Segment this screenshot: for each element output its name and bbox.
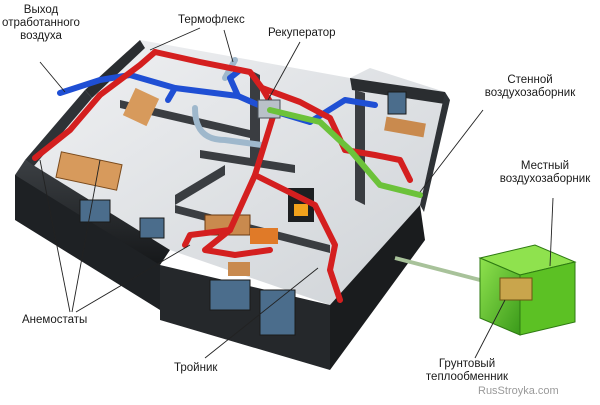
windows <box>79 91 407 336</box>
leader-lines <box>39 27 554 359</box>
supply-duct <box>152 49 278 113</box>
ground-exchanger-label: Грунтовый теплообменник <box>412 358 522 384</box>
anemostats-label: Анемостаты <box>22 314 88 326</box>
supply-duct <box>182 227 233 248</box>
watermark: RusStroyka.com <box>478 385 559 397</box>
leader-line <box>149 27 201 51</box>
kitchen-counter <box>384 116 426 138</box>
window <box>209 279 251 311</box>
fresh-air-ducts <box>267 107 423 198</box>
exhaust-outlet-label-line: воздуха <box>20 30 62 42</box>
right-upper-wall <box>350 78 445 104</box>
supply-duct <box>342 147 413 183</box>
table <box>250 228 278 244</box>
window <box>139 217 165 239</box>
supply-ducts <box>32 49 413 303</box>
ground-pipe <box>394 256 481 282</box>
exhaust-outlet-label-line: Выход <box>23 4 59 16</box>
leader-line <box>223 29 234 63</box>
armchair <box>228 262 250 276</box>
leader-line <box>204 267 319 359</box>
ground-exchanger <box>478 244 577 336</box>
leader-line <box>474 299 506 359</box>
exchanger-side <box>519 261 576 336</box>
exchanger-core <box>499 277 533 301</box>
bed-2 <box>122 87 160 127</box>
partition-wall <box>175 165 225 205</box>
supply-duct <box>252 172 343 303</box>
local-intake-label-line: воздухозаборник <box>499 173 591 185</box>
furniture <box>55 87 426 276</box>
window <box>79 199 111 223</box>
side-wall-left <box>25 90 92 166</box>
ground-exchanger-label-line: Грунтовый <box>438 358 496 370</box>
fresh-air-duct <box>267 107 423 198</box>
supply-duct <box>32 49 158 161</box>
leader-line <box>75 244 191 313</box>
exhaust-duct <box>227 67 243 99</box>
exhaust-duct <box>165 85 178 103</box>
window <box>387 91 407 115</box>
leader-line <box>71 159 101 313</box>
partition-wall <box>200 150 295 173</box>
tee-label: Тройник <box>174 362 218 374</box>
wall-intake-label: Стенной воздухозаборник <box>475 74 585 100</box>
fire <box>294 204 308 216</box>
front-left-wall <box>15 175 160 310</box>
partition-wall <box>355 90 365 205</box>
front-right-wall <box>160 265 330 370</box>
ground-exchanger-label-line: теплообменник <box>425 371 509 383</box>
local-intake-label: Местный воздухозаборник <box>490 160 600 186</box>
wall-intake-label-line: Стенной <box>507 74 553 86</box>
local-intake-label-line: Местный <box>520 160 570 172</box>
leader-line <box>39 61 66 93</box>
wall-intake-label-line: воздухозаборник <box>484 87 576 99</box>
exhaust-outlet-label: Выход отработанного воздуха <box>0 4 82 43</box>
back-wall <box>85 40 145 98</box>
right-wall <box>330 205 425 370</box>
supply-duct <box>259 85 348 153</box>
recuperator-label: Рекуператор <box>268 27 336 39</box>
leader-line <box>549 197 554 267</box>
bed <box>55 151 123 191</box>
leader-line <box>267 41 301 101</box>
flex-duct <box>192 105 265 148</box>
leader-line <box>39 159 71 313</box>
supply-duct <box>202 107 278 258</box>
thermoflex-label: Термофлекс <box>178 14 245 26</box>
leader-line <box>419 109 484 193</box>
door <box>259 289 296 336</box>
exhaust-outlet-label-line: отработанного <box>2 17 80 29</box>
